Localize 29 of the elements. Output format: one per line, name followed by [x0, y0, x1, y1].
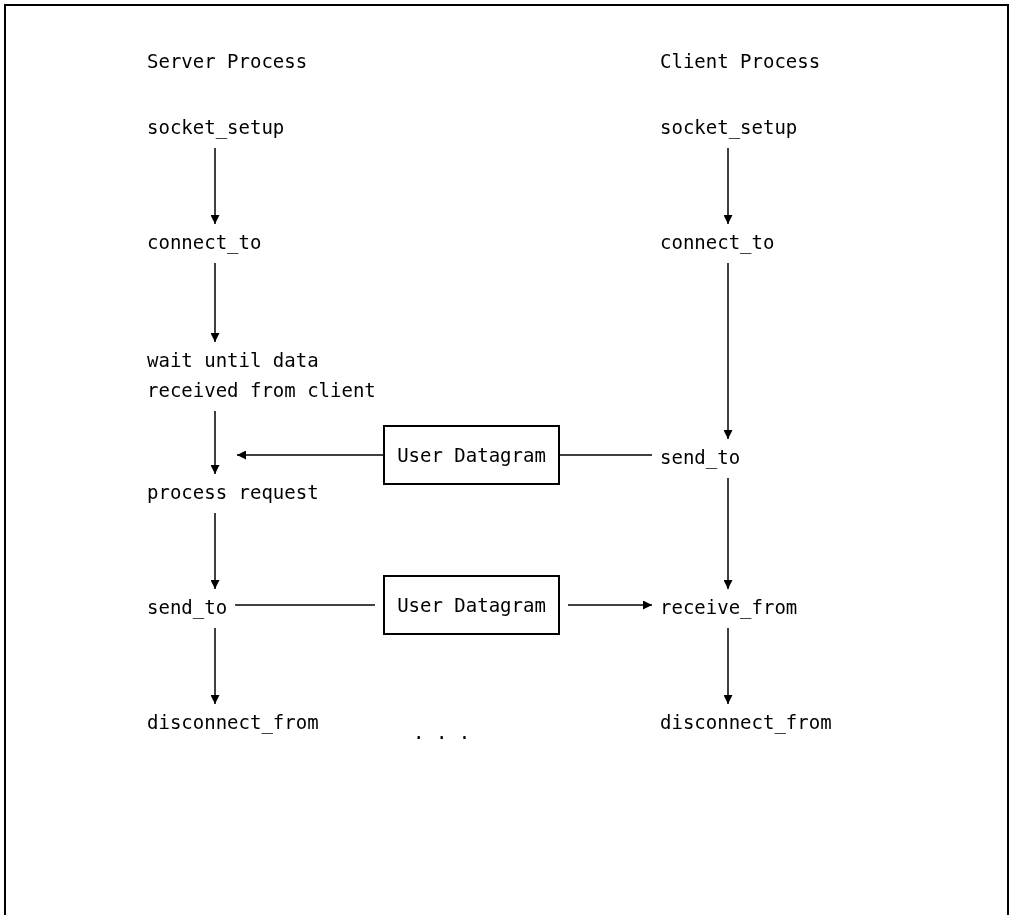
arrow [210, 512, 220, 590]
arrow [567, 600, 653, 610]
arrow [723, 627, 733, 705]
arrow [236, 450, 384, 460]
step-text: send_to [660, 442, 741, 472]
arrow [210, 627, 220, 705]
datagram-label: User Datagram [397, 592, 546, 618]
arrow [210, 147, 220, 225]
step-text: receive_from [660, 592, 798, 622]
arrow [723, 477, 733, 590]
datagram-box [383, 575, 560, 635]
step-text: send_to [147, 592, 228, 622]
column-heading: Client Process [660, 49, 821, 74]
arrow [210, 262, 220, 343]
step-text: connect_to [660, 227, 775, 257]
arrow [210, 410, 220, 475]
column-heading: Server Process [147, 49, 308, 74]
arrow [723, 147, 733, 225]
step-text: process request [147, 477, 319, 507]
datagram-label: User Datagram [397, 442, 546, 468]
step-text: disconnect_from [147, 707, 319, 737]
step-text: wait until data received from client [147, 345, 409, 405]
step-text: socket_setup [147, 112, 285, 142]
ellipsis-text: . . . [413, 720, 471, 745]
step-text: socket_setup [660, 112, 798, 142]
step-text: disconnect_from [660, 707, 832, 737]
step-text: connect_to [147, 227, 262, 257]
arrow [723, 262, 733, 440]
datagram-box [383, 425, 560, 485]
